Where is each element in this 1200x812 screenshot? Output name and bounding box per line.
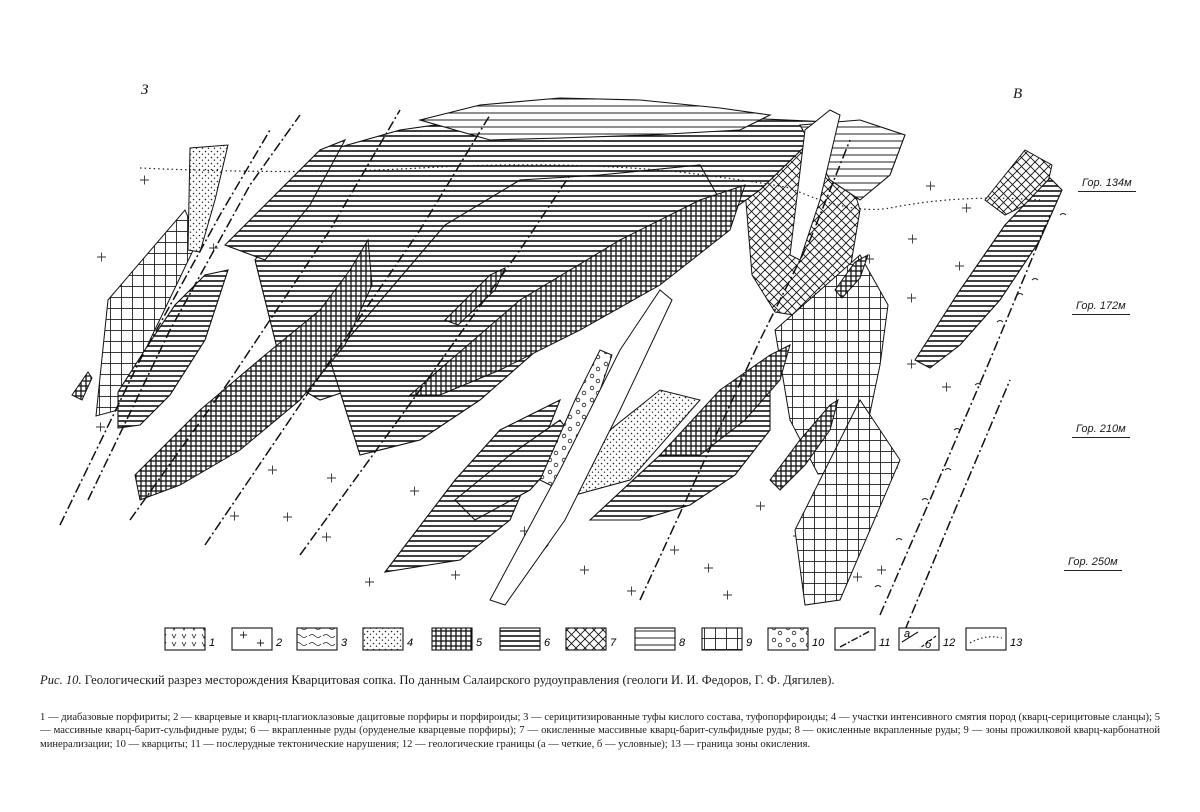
veinlet-zones: [95, 209, 901, 606]
legend-item-5: 5: [431, 627, 483, 651]
legend-number-5: 5: [476, 637, 483, 649]
legend-number-11: 11: [879, 637, 890, 649]
legend-number-13: 13: [1010, 637, 1023, 649]
level-label-210: Гор. 210м: [1072, 423, 1130, 438]
legend-number-12: 12: [943, 637, 955, 649]
svg-text:а: а: [904, 628, 910, 640]
legend-item-8: 8: [634, 627, 686, 651]
legend-item-1: 1: [164, 627, 215, 651]
legend-number-2: 2: [275, 637, 282, 649]
figure-caption: Рис. 10. Геологический разрез месторожде…: [40, 672, 1160, 688]
level-label-172: Гор. 172м: [1072, 300, 1130, 315]
legend-item-7: 7: [565, 627, 617, 651]
legend-number-3: 3: [341, 637, 348, 649]
legend-notes: 1 — диабазовые порфириты; 2 — кварцевые …: [40, 712, 1160, 750]
legend-number-8: 8: [679, 637, 686, 649]
svg-text:б: б: [925, 639, 932, 651]
tuff-marks: [874, 213, 1067, 588]
legend-number-10: 10: [812, 637, 825, 649]
legend-item-9: 9: [701, 627, 752, 651]
legend-item-3: 3: [296, 627, 348, 651]
figure-number: Рис. 10.: [40, 673, 82, 687]
figure-caption-text: Геологический разрез месторождения Кварц…: [84, 673, 835, 687]
legend-item-10: 10: [767, 627, 825, 651]
legend-number-4: 4: [407, 637, 413, 649]
legend-number-1: 1: [209, 637, 215, 649]
legend-item-2: 2: [231, 627, 282, 651]
legend-item-11: 11: [834, 627, 890, 651]
east-label: В: [1013, 86, 1023, 102]
level-label-134: Гор. 134м: [1078, 177, 1136, 192]
legend-item-6: 6: [499, 627, 551, 651]
legend-item-13: 13: [965, 627, 1023, 651]
west-label: З: [141, 82, 149, 98]
legend-number-9: 9: [746, 637, 752, 649]
legend: 1 2 3 4 5 6 7 8: [164, 627, 1023, 651]
legend-number-7: 7: [610, 637, 617, 649]
level-label-250: Гор. 250м: [1064, 556, 1122, 571]
interlayer-lenses: [489, 109, 841, 606]
oxidation-boundary: [139, 164, 1041, 211]
legend-item-4: 4: [362, 627, 413, 651]
legend-item-12: а б 12: [898, 627, 955, 651]
legend-number-6: 6: [544, 637, 551, 649]
